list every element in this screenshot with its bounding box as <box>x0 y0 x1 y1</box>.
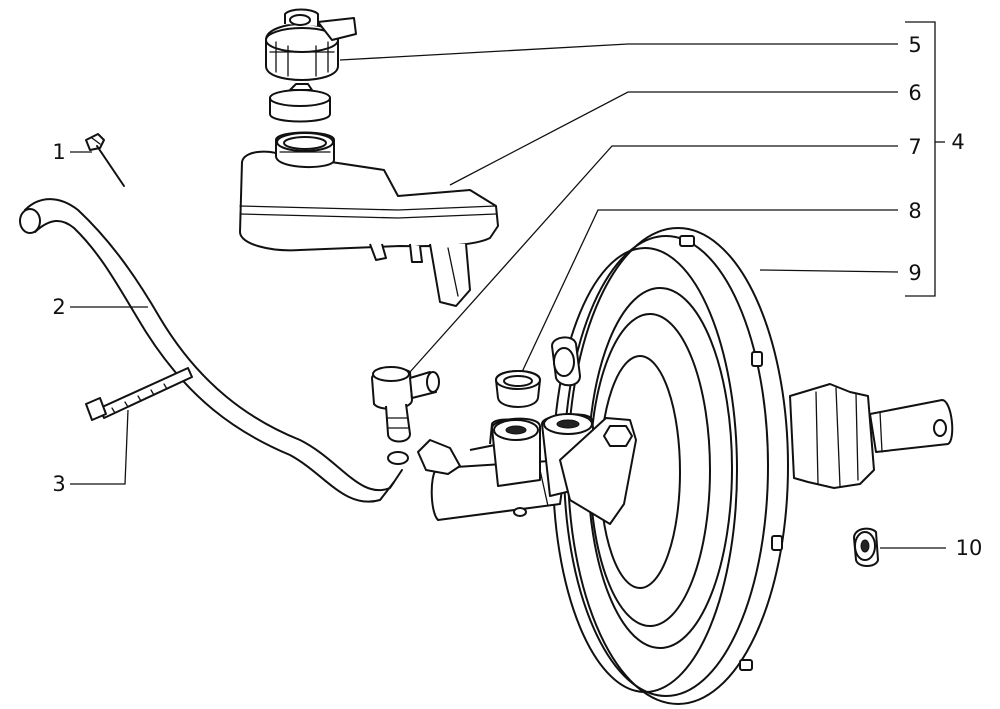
grommet-part-8 <box>495 370 541 408</box>
callout-5: 5 <box>908 33 922 57</box>
callout-6: 6 <box>908 81 922 105</box>
callout-8: 8 <box>908 199 922 223</box>
clip-part-1 <box>85 133 125 187</box>
callout-1: 1 <box>52 140 66 164</box>
master-cylinder <box>417 413 637 525</box>
elbow-connector-part-7 <box>371 366 440 443</box>
cable-tie-part-3 <box>85 367 193 421</box>
callout-7: 7 <box>908 135 922 159</box>
hose-part-2 <box>19 198 409 503</box>
leader-lines <box>70 21 946 549</box>
nut-part-10 <box>853 527 879 567</box>
callout-4: 4 <box>951 130 965 154</box>
callout-10: 10 <box>955 536 983 560</box>
callout-3: 3 <box>52 472 66 496</box>
reservoir-cap-part-5 <box>265 8 357 81</box>
callout-9: 9 <box>908 261 922 285</box>
callout-2: 2 <box>52 295 66 319</box>
level-sensor <box>269 83 331 123</box>
reservoir-part-6 <box>239 131 499 307</box>
